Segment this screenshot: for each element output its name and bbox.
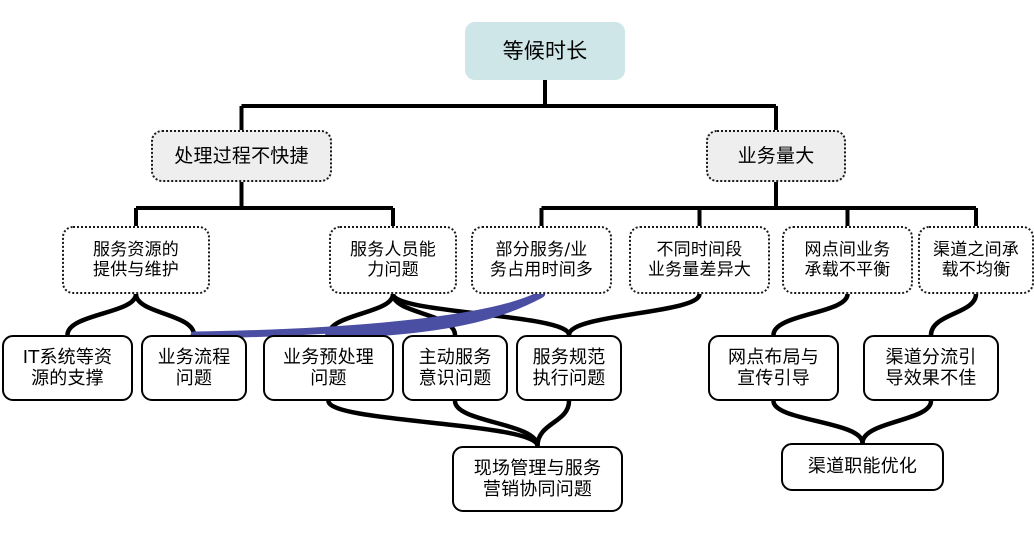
node-leafI[interactable]: 渠道职能优化 — [781, 443, 944, 491]
node-leafH[interactable]: 现场管理与服务 营销协同问题 — [452, 446, 623, 512]
node-l3a[interactable]: 服务资源的 提供与维护 — [62, 226, 210, 294]
edge-l3d-to-leafE — [566, 291, 702, 338]
edge-l3b-to-leafD — [390, 291, 458, 338]
edge-l3a-to-leafB — [133, 291, 197, 338]
node-leafE[interactable]: 服务规范 执行问题 — [516, 335, 622, 401]
node-leafG[interactable]: 渠道分流引 导效果不佳 — [863, 335, 999, 401]
edge-leafD-to-leafH — [452, 398, 540, 449]
edge-l3b-to-leafE — [390, 291, 572, 338]
node-leafD[interactable]: 主动服务 意识问题 — [402, 335, 508, 401]
node-l2a[interactable]: 处理过程不快捷 — [151, 130, 332, 182]
node-leafA[interactable]: IT系统等资 源的支撑 — [2, 335, 133, 401]
node-leafB[interactable]: 业务流程 问题 — [141, 335, 247, 401]
node-l2b[interactable]: 业务量大 — [706, 130, 846, 182]
edge-leafC-to-leafH — [326, 398, 540, 449]
node-l3b[interactable]: 服务人员能 力问题 — [329, 226, 457, 294]
edge-l3a-to-leafA — [65, 291, 139, 338]
edge-l3f-to-leafG — [928, 291, 979, 338]
edge-leafF-to-leafI — [771, 398, 865, 446]
node-leafF[interactable]: 网点布局与 宣传引导 — [708, 335, 839, 401]
node-l3d[interactable]: 不同时间段 业务量差异大 — [629, 226, 770, 294]
node-root[interactable]: 等候时长 — [465, 22, 625, 80]
node-l3f[interactable]: 渠道之间承 载不均衡 — [918, 226, 1034, 294]
node-l3c[interactable]: 部分服务/业 务占用时间多 — [471, 226, 612, 294]
edge-leafG-to-leafI — [860, 398, 934, 446]
edge-l3c-to-leafC — [325, 290, 545, 339]
edge-l3e-to-leafF — [771, 291, 850, 338]
edge-leafE-to-leafH — [535, 398, 572, 449]
node-leafC[interactable]: 业务预处理 问题 — [263, 335, 394, 401]
edge-l3c-to-leafB — [190, 290, 545, 339]
node-l3e[interactable]: 网点间业务 承载不平衡 — [782, 226, 913, 294]
edge-l3b-to-leafC — [326, 291, 396, 338]
